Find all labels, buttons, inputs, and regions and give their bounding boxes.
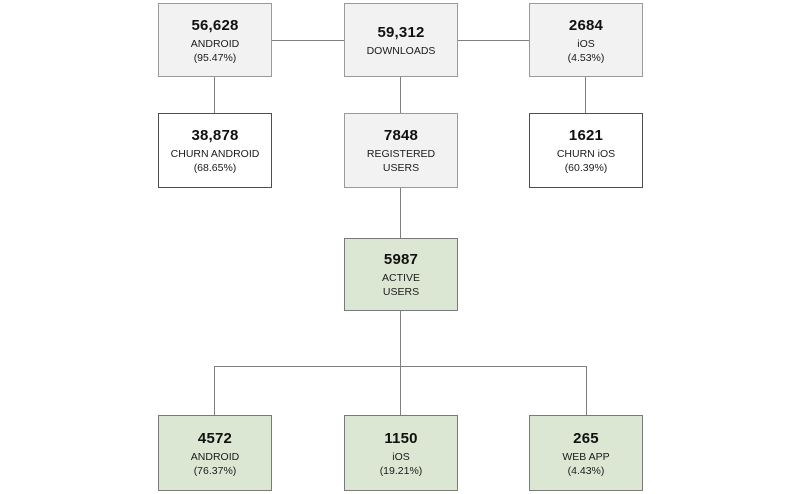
connector-downloads-to-ios [458, 40, 529, 42]
node-active-android: 4572 ANDROID (76.37%) [158, 415, 272, 491]
node-label: REGISTERED USERS [366, 148, 436, 174]
node-churn-ios: 1621 CHURN iOS (60.39%) [529, 113, 643, 188]
node-percent: (76.37%) [193, 464, 237, 477]
connector-android-to-downloads [272, 40, 344, 42]
node-label: iOS [392, 450, 410, 463]
node-label: WEB APP [562, 450, 610, 463]
node-percent: (4.43%) [567, 464, 605, 477]
node-label: CHURN ANDROID [170, 148, 260, 160]
node-label: DOWNLOADS [366, 44, 436, 57]
node-value: 59,312 [377, 23, 425, 41]
connector-android-to-churn-android [214, 77, 216, 113]
connector-ios-to-churn-ios [585, 77, 587, 113]
node-value: 1621 [568, 127, 604, 144]
node-value: 2684 [568, 16, 604, 34]
node-value: 1150 [384, 429, 418, 447]
node-value: 4572 [197, 429, 233, 447]
connector-downloads-to-registered [400, 77, 402, 113]
node-active-users: 5987 ACTIVE USERS [344, 238, 458, 311]
node-percent: (4.53%) [567, 51, 605, 64]
connector-branch-to-active-android [214, 366, 216, 415]
node-downloads: 59,312 DOWNLOADS [344, 3, 458, 77]
node-label: ACTIVE USERS [382, 272, 420, 298]
node-android-downloads: 56,628 ANDROID (95.47%) [158, 3, 272, 77]
node-label: iOS [577, 37, 595, 50]
connector-branch-to-active-web [586, 366, 588, 415]
node-value: 7848 [383, 127, 419, 144]
node-value: 5987 [383, 251, 419, 268]
node-churn-android: 38,878 CHURN ANDROID (68.65%) [158, 113, 272, 188]
node-percent: (95.47%) [193, 51, 237, 64]
node-percent: (60.39%) [564, 162, 608, 174]
node-percent: (68.65%) [193, 162, 237, 174]
connector-active-to-active-ios [400, 311, 402, 415]
node-percent: (19.21%) [379, 464, 423, 477]
node-ios-downloads: 2684 iOS (4.53%) [529, 3, 643, 77]
node-registered-users: 7848 REGISTERED USERS [344, 113, 458, 188]
node-value: 38,878 [191, 127, 239, 144]
node-label: ANDROID [190, 450, 240, 463]
node-active-web: 265 WEB APP (4.43%) [529, 415, 643, 491]
node-label: CHURN iOS [556, 148, 616, 160]
node-active-ios: 1150 iOS (19.21%) [344, 415, 458, 491]
node-value: 56,628 [191, 16, 239, 34]
connector-registered-to-active [400, 188, 402, 238]
connector-active-branch-horizontal [214, 366, 587, 368]
node-value: 265 [573, 429, 599, 447]
node-label: ANDROID [190, 37, 240, 50]
